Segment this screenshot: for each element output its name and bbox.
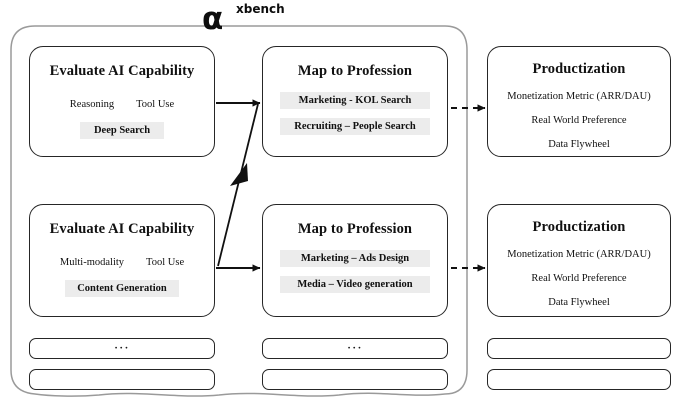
stub-box-col3-row2[interactable] [487,369,671,390]
productization-box-row-2[interactable]: Productization Monetization Metric (ARR/… [487,204,671,317]
stub-box-col2-row1[interactable]: ··· [262,338,448,359]
capability-title: Evaluate AI Capability [49,221,195,237]
profession-title: Map to Profession [297,63,413,79]
capability-box-row-1[interactable]: Evaluate AI Capability Reasoning Tool Us… [29,46,215,157]
capability-chip[interactable]: Content Generation [65,280,179,297]
capability-box-row-2[interactable]: Evaluate AI Capability Multi-modality To… [29,204,215,317]
outer-grouping-container [9,24,469,398]
profession-chip[interactable]: Media – Video generation [280,276,430,293]
capability-tags: Multi-modality Tool Use [30,257,214,268]
stub-box-col2-row2[interactable] [262,369,448,390]
productization-line: Monetization Metric (ARR/DAU) [507,91,651,102]
profession-chip[interactable]: Marketing – Ads Design [280,250,430,267]
productization-title: Productization [532,219,626,235]
productization-line: Data Flywheel [548,297,610,308]
capability-tag: Tool Use [146,257,185,268]
capability-title: Evaluate AI Capability [49,63,195,79]
productization-line: Monetization Metric (ARR/DAU) [507,249,651,260]
profession-chip[interactable]: Marketing - KOL Search [280,92,430,109]
logo-wordmark: xbench [236,2,285,16]
stub-box-col1-row2[interactable] [29,369,215,390]
productization-line: Data Flywheel [548,139,610,150]
capability-tag: Reasoning [69,99,115,110]
stub-box-col3-row1[interactable] [487,338,671,359]
capability-tag: Tool Use [136,99,175,110]
productization-title: Productization [532,61,626,77]
productization-line: Real World Preference [531,273,627,284]
alpha-symbol-icon: α [202,1,223,37]
productization-line: Real World Preference [531,115,627,126]
profession-chip[interactable]: Recruiting – People Search [280,118,430,135]
capability-tag: Multi-modality [59,257,125,268]
stub-box-col1-row1[interactable]: ··· [29,338,215,359]
profession-title: Map to Profession [297,221,413,237]
profession-box-row-2[interactable]: Map to Profession Marketing – Ads Design… [262,204,448,317]
productization-box-row-1[interactable]: Productization Monetization Metric (ARR/… [487,46,671,157]
capability-tags: Reasoning Tool Use [30,99,214,110]
profession-box-row-1[interactable]: Map to Profession Marketing - KOL Search… [262,46,448,157]
xbench-logo: α xbench [200,1,300,37]
capability-chip[interactable]: Deep Search [80,122,164,139]
